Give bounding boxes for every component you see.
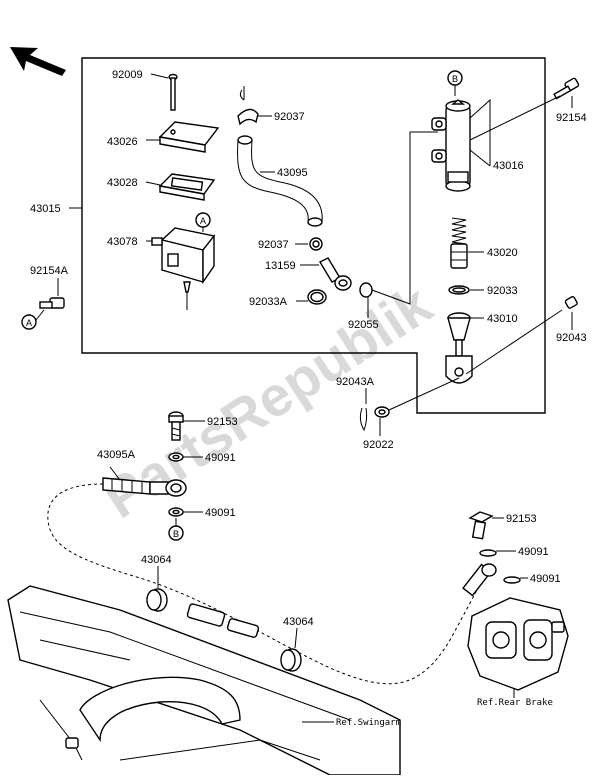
hose-end-caliper xyxy=(462,563,497,597)
diaphragm-43028 xyxy=(158,173,216,201)
bolt-92154 xyxy=(553,77,580,100)
banjo-bolt-92153-top xyxy=(168,411,184,441)
label-92055: 92055 xyxy=(348,319,379,331)
label-13159: 13159 xyxy=(265,260,296,272)
brake-hose-43095A xyxy=(102,477,187,497)
label-92043A: 92043A xyxy=(336,376,375,388)
reservoir-cap-43026 xyxy=(158,121,220,153)
label-92043: 92043 xyxy=(556,332,587,344)
label-43026: 43026 xyxy=(107,136,138,148)
label-49091-lower: 49091 xyxy=(205,507,236,519)
label-49091-caliper-2: 49091 xyxy=(530,573,561,585)
circlip-92033A xyxy=(307,289,327,305)
svg-text:B: B xyxy=(452,74,458,84)
master-cylinder-43016 xyxy=(431,99,471,192)
label-92153-top: 92153 xyxy=(207,416,238,428)
label-43015: 43015 xyxy=(30,203,61,215)
label-92022: 92022 xyxy=(363,439,394,451)
screw-92009 xyxy=(168,73,178,111)
label-92033: 92033 xyxy=(487,285,518,297)
hose-joint xyxy=(186,603,260,638)
assembly-frame xyxy=(81,57,546,414)
label-43095A: 43095A xyxy=(97,449,136,461)
banjo-bolt-92153-lower xyxy=(468,511,494,540)
push-rod-43010 xyxy=(445,312,473,384)
hose-route xyxy=(47,483,483,685)
svg-text:B: B xyxy=(173,529,179,539)
hose-43095 xyxy=(237,135,323,227)
washer-49091-lower xyxy=(168,507,184,517)
o-ring-92055 xyxy=(359,282,373,298)
marker-b-lower: B xyxy=(168,518,184,541)
marker-a-reservoir: A xyxy=(195,212,211,232)
svg-text:A: A xyxy=(200,216,206,226)
washer-49091-upper xyxy=(168,452,184,462)
washer-49091-caliper-1 xyxy=(479,549,497,557)
front-direction-arrow xyxy=(10,47,66,76)
marker-a-left: A xyxy=(21,314,37,330)
label-43028: 43028 xyxy=(107,177,138,189)
label-92037-top: 92037 xyxy=(274,111,305,123)
label-92033A: 92033A xyxy=(249,296,288,308)
label-ref-swingarm: Ref.Swingarm xyxy=(336,718,401,728)
label-49091-caliper-1: 49091 xyxy=(518,546,549,558)
label-92009: 92009 xyxy=(112,69,143,81)
label-49091-upper: 49091 xyxy=(205,452,236,464)
label-92154: 92154 xyxy=(556,112,587,124)
label-43078: 43078 xyxy=(107,236,138,248)
label-43095: 43095 xyxy=(277,167,308,179)
clamp-92037-top xyxy=(237,86,259,126)
grommet-43064-a xyxy=(146,588,168,612)
reservoir-43078 xyxy=(151,227,216,310)
fitting-13159 xyxy=(319,257,352,291)
label-92154A: 92154A xyxy=(30,265,69,277)
pin-92043 xyxy=(564,296,578,309)
svg-text:A: A xyxy=(26,318,32,328)
label-43016: 43016 xyxy=(493,160,524,172)
rear-brake-caliper xyxy=(467,597,569,691)
label-ref-rear-brake: Ref.Rear Brake xyxy=(477,698,553,708)
piston-43020 xyxy=(450,217,468,269)
label-43064-b: 43064 xyxy=(283,616,314,628)
label-43020: 43020 xyxy=(487,247,518,259)
washer-92022 xyxy=(374,406,390,418)
circlip-92033 xyxy=(448,285,470,295)
label-43064-a: 43064 xyxy=(141,554,172,566)
clamp-92037-lower xyxy=(309,237,323,251)
label-43010: 43010 xyxy=(487,313,518,325)
label-92037-lower: 92037 xyxy=(258,239,289,251)
grommet-43064-b xyxy=(280,648,302,672)
cotter-pin-92043A xyxy=(359,407,368,432)
washer-49091-caliper-2 xyxy=(503,576,521,584)
marker-b-top: B xyxy=(447,70,463,96)
bolt-92154A xyxy=(39,297,65,309)
label-92153-lower: 92153 xyxy=(506,513,537,525)
